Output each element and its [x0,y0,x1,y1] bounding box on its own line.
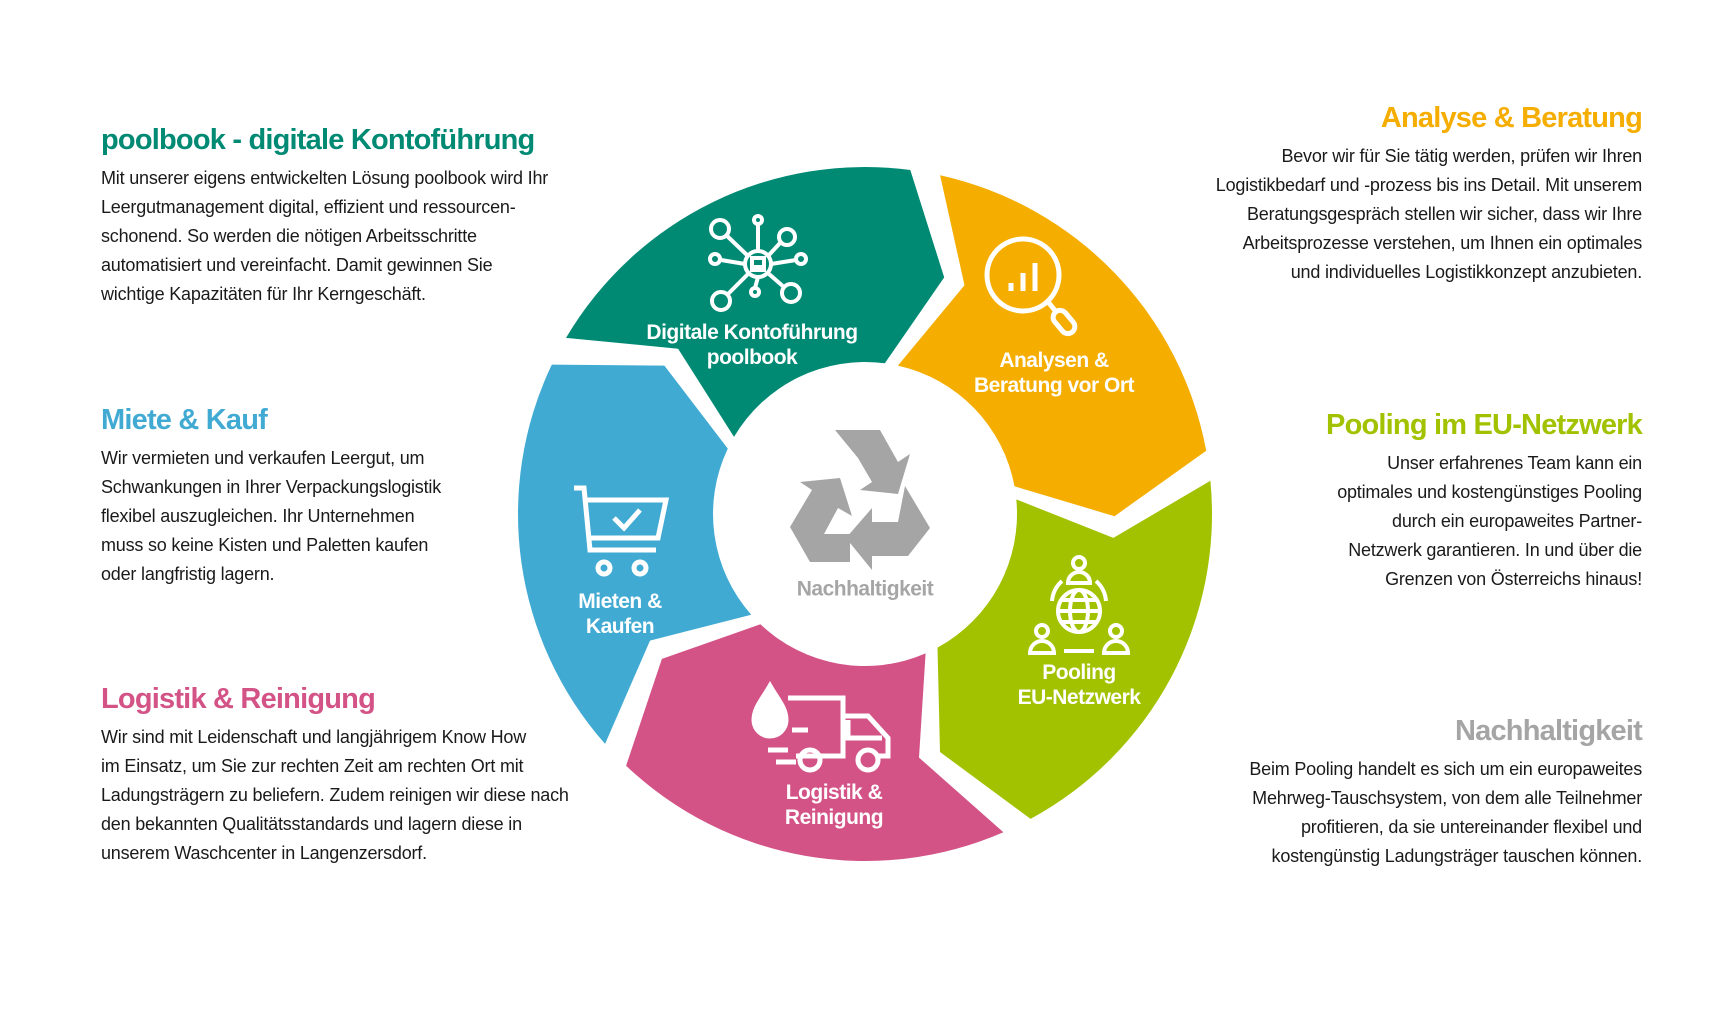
info-title: Analyse & Beratung [1380,102,1643,134]
info-body-line: unserem Waschcenter in Langenzersdorf. [101,843,427,863]
info-title: Miete & Kauf [101,404,268,436]
info-body-line: und individuelles Logistikkonzept anzubi… [1290,262,1642,282]
magnifier-chart-icon [984,236,1078,337]
segment-digital [566,167,945,437]
info-body-line: Mit unserer eigens entwickelten Lösung p… [101,168,549,188]
info-body-line: Wir vermieten und verkaufen Leergut, um [101,448,425,468]
info-body-line: optimales und kostengünstiges Pooling [1337,482,1642,502]
recycle-icon [790,430,930,570]
info-body-line: im Einsatz, um Sie zur rechten Zeit am r… [101,756,524,776]
info-nachhaltigkeit: Nachhaltigkeit Beim Pooling handelt es s… [1249,713,1642,871]
info-body-line: Mehrweg-Tauschsystem, von dem alle Teiln… [1252,788,1642,808]
info-logistik: Logistik & Reinigung Wir sind mit Leiden… [101,681,569,868]
truck-drop-icon [751,680,891,773]
center-label: Nachhaltigkeit [796,577,934,601]
segment-mieten [517,364,752,744]
info-body-line: Leergutmanagement digital, effizient und… [101,197,516,217]
info-body-line: profitieren, da sie untereinander flexib… [1300,817,1642,837]
info-body-line: Beratungsgespräch stellen wir sicher, da… [1247,204,1642,224]
info-body-line: wichtige Kapazitäten für Ihr Kerngeschäf… [101,284,426,304]
info-body-line: Schwankungen in Ihrer Verpackungslogisti… [101,477,442,497]
info-body: Wir vermieten und verkaufen Leergut, um S… [101,444,441,589]
info-body-line: oder langfristig lagern. [101,564,275,584]
info-analyse: Analyse & Beratung Bevor wir für Sie tät… [1216,100,1643,287]
info-body-line: Beim Pooling handelt es sich um ein euro… [1249,759,1642,779]
info-body-line: Grenzen von Österreichs hinaus! [1385,569,1642,589]
cart-check-icon [574,485,670,577]
info-body-line: Netzwerk garantieren. In und über die [1348,540,1642,560]
info-body-line: muss so keine Kisten und Paletten kaufen [101,535,429,555]
info-body-line: flexibel auszugleichen. Ihr Unternehmen [101,506,415,526]
info-body-line: durch ein europaweites Partner- [1392,511,1642,531]
info-body: Mit unserer eigens entwickelten Lösung p… [101,164,548,309]
network-icon [708,214,808,312]
info-title: poolbook - digitale Kontoführung [101,124,535,156]
info-title: Pooling im EU-Netzwerk [1326,409,1643,441]
info-body: Wir sind mit Leidenschaft und langjährig… [101,723,569,868]
info-miete-kauf: Miete & Kauf Wir vermieten und verkaufen… [101,402,441,589]
info-title: Nachhaltigkeit [1454,715,1643,747]
info-body: Unser erfahrenes Team kann ein optimales … [1326,449,1642,594]
segment-label-mieten: Mieten &Kaufen [578,590,662,638]
info-body-line: Ladungsträgern zu beliefern. Zudem reini… [101,785,569,805]
info-body-line: schonend. So werden die nötigen Arbeitss… [101,226,477,246]
info-body-line: kostengünstig Ladungsträger tauschen kön… [1271,846,1643,866]
info-title: Logistik & Reinigung [101,683,376,715]
segment-analyse [897,175,1207,517]
segment-label-analyse: Analysen &Beratung vor Ort [973,349,1135,397]
info-body: Bevor wir für Sie tätig werden, prüfen w… [1216,142,1642,287]
info-body-line: den bekannten Qualitätsstandards und lag… [101,814,522,834]
globe-people-icon [1027,555,1131,655]
info-body-line: Bevor wir für Sie tätig werden, prüfen w… [1281,146,1642,166]
info-poolbook: poolbook - digitale Kontoführung Mit uns… [101,122,548,309]
info-body-line: Wir sind mit Leidenschaft und langjährig… [101,727,527,747]
info-body-line: Logistikbedarf und -prozess bis ins Deta… [1215,175,1642,195]
info-body-line: automatisiert und vereinfacht. Damit gew… [101,255,493,275]
segment-label-logistik: Logistik &Reinigung [784,781,884,829]
segment-logistik [626,624,1004,862]
info-body-line: Arbeitsprozesse verstehen, um Ihnen ein … [1242,233,1643,253]
info-body-line: Unser erfahrenes Team kann ein [1387,453,1642,473]
info-pooling: Pooling im EU-Netzwerk Unser erfahrenes … [1326,407,1643,594]
info-body: Beim Pooling handelt es sich um ein euro… [1249,755,1642,871]
